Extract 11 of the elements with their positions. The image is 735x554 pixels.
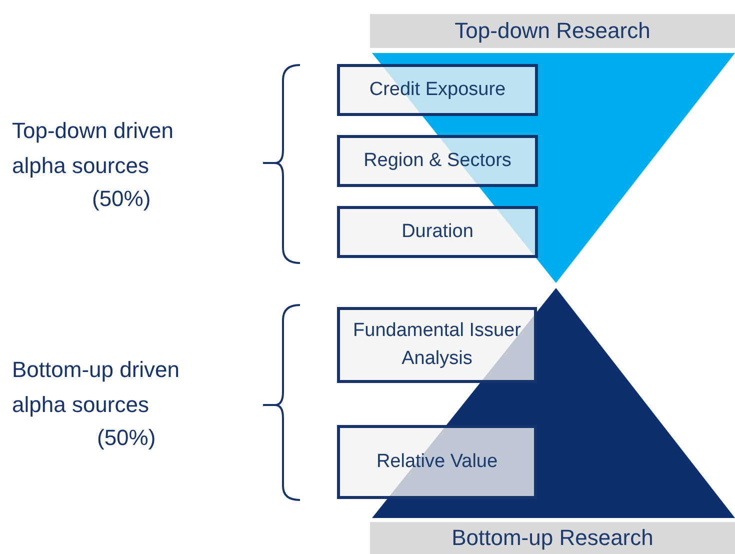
side-label: (50%)	[97, 424, 157, 452]
label-box: Credit Exposure	[337, 64, 538, 116]
side-label: (50%)	[92, 185, 152, 213]
label-box: Relative Value	[337, 425, 537, 499]
label-box: Region & Sectors	[337, 135, 538, 187]
side-label: Bottom-up driven alpha sources	[12, 356, 181, 419]
side-label: Top-down driven alpha sources	[12, 117, 174, 180]
title-bar: Top-down Research	[370, 14, 735, 48]
label-box: Fundamental Issuer Analysis	[337, 307, 537, 383]
title-bar: Bottom-up Research	[370, 522, 735, 554]
label-box: Duration	[337, 206, 538, 258]
